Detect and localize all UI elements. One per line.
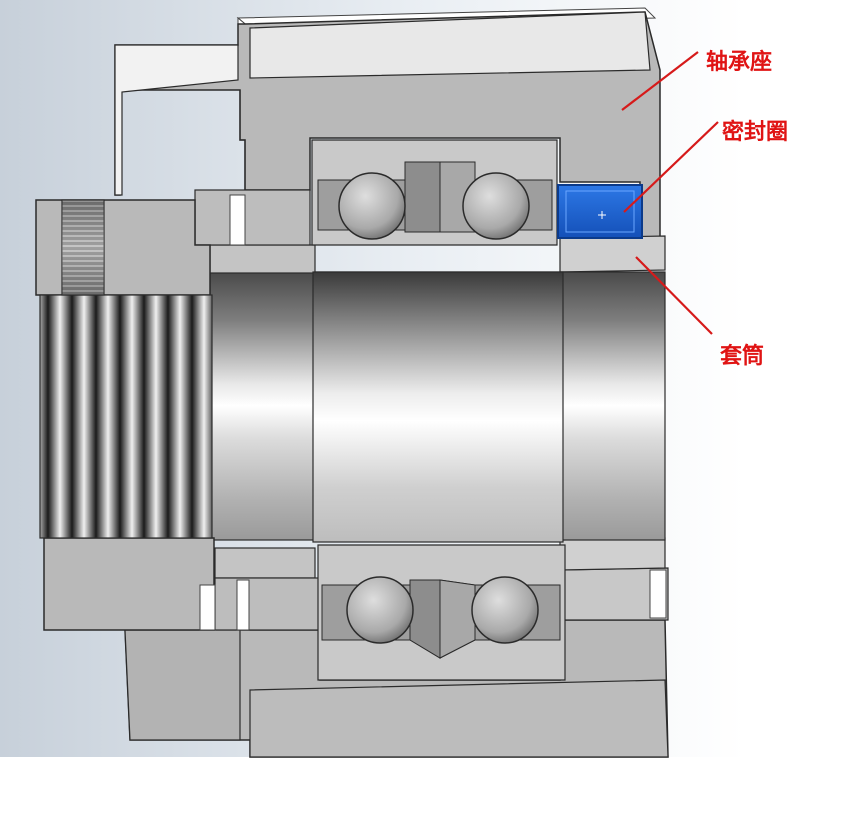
- nut-lower-recess: [199, 584, 216, 631]
- seal-ring: [557, 184, 643, 239]
- bearing-lower-cage-right: [439, 579, 476, 659]
- lock-nut-lower: [43, 537, 215, 631]
- sleeve-lower: [559, 537, 666, 571]
- set-screw-shade: [62, 200, 104, 295]
- ball-upper-right: [462, 172, 530, 240]
- end-cap-lower: [124, 629, 241, 741]
- label-sleeve: 套筒: [720, 344, 765, 369]
- housing-top-block: [249, 11, 651, 79]
- seal-ring-inner: [565, 190, 635, 233]
- label-seal-ring: 密封圈: [722, 120, 789, 145]
- leader-line-seal-ring: [623, 121, 719, 213]
- end-cap-upper: [114, 44, 239, 196]
- ball-lower-left: [346, 576, 414, 644]
- label-bearing-housing: 轴承座: [706, 50, 773, 75]
- spacer-lower: [214, 577, 321, 631]
- spacer-upper: [194, 189, 311, 246]
- shaft-shoulder-upper: [209, 244, 316, 274]
- spacer-upper-highlight: [229, 194, 246, 246]
- housing-bottom-face: [249, 679, 669, 758]
- ball-lower-right: [471, 576, 539, 644]
- leader-line-bearing-housing: [621, 51, 699, 111]
- bearing-upper-cage: [404, 161, 441, 233]
- ball-upper-left: [338, 172, 406, 240]
- crosshair-icon: [598, 211, 606, 219]
- leader-line-sleeve: [635, 256, 713, 335]
- spacer-lower-highlight: [236, 579, 250, 631]
- sleeve-upper: [559, 235, 666, 273]
- inner-ring: [312, 271, 564, 543]
- shaft-shoulder-lower: [214, 547, 316, 579]
- threaded-section: [39, 294, 213, 539]
- housing-step-line: [239, 90, 246, 190]
- lower-spacer-highlight: [649, 569, 667, 619]
